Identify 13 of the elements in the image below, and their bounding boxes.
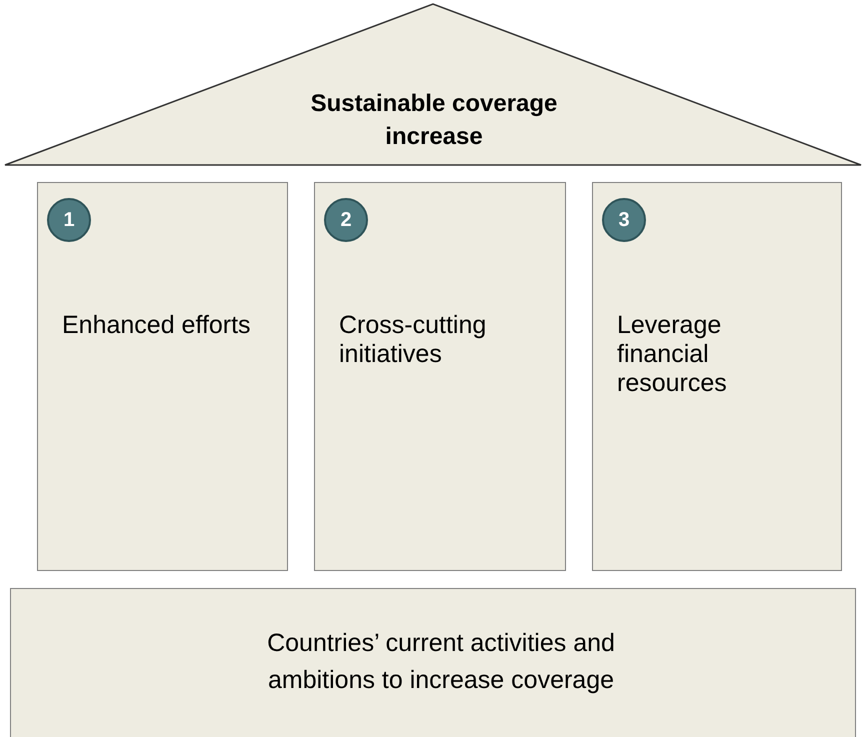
pillar-label: Leverage financial resources <box>617 311 728 398</box>
foundation-label: Countries’ current activities and ambitions to increase coverage <box>266 628 616 696</box>
number-badge: 3 <box>602 198 646 242</box>
number-badge: 1 <box>47 198 91 242</box>
pillar-box <box>314 182 566 571</box>
pillar-label: Enhanced efforts <box>62 311 252 340</box>
foundation-box <box>10 588 856 737</box>
roof-triangle <box>4 3 862 166</box>
number-badge: 2 <box>324 198 368 242</box>
pillar-label: Cross-cutting initiatives <box>339 311 488 369</box>
roof-title: Sustainable coverage increase <box>310 89 558 152</box>
pillar-box <box>37 182 288 571</box>
pillar-box <box>592 182 842 571</box>
